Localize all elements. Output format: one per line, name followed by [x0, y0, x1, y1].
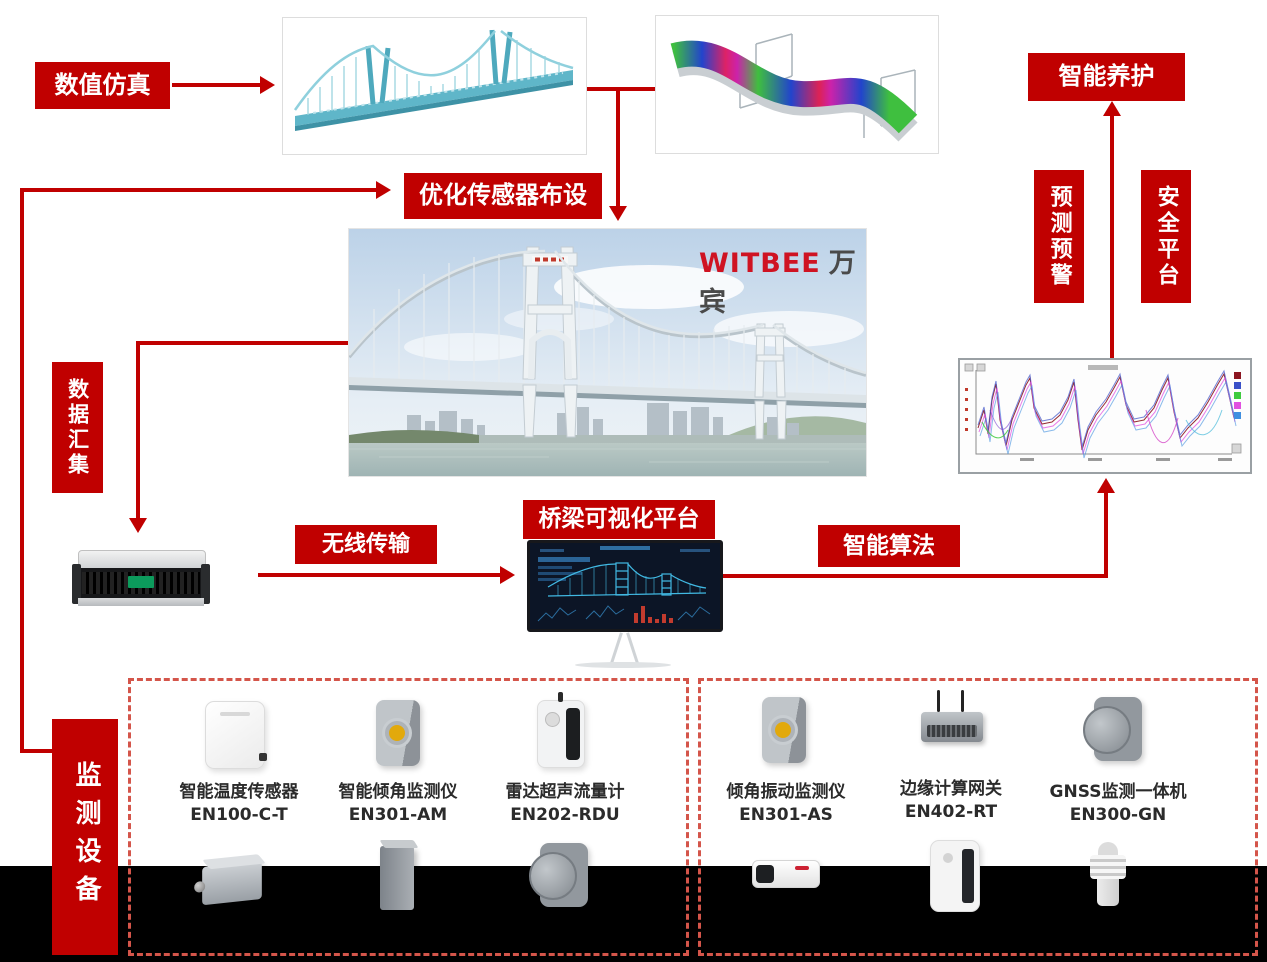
edge-gateway-image	[921, 690, 983, 742]
server-right-ear	[201, 564, 210, 604]
connector-algorithm-h	[722, 574, 1108, 578]
label-safety-platform: 安全平台	[1141, 170, 1191, 303]
device-name: 智能温度传感器	[179, 782, 299, 802]
device-label: 雷达超声流量计 EN202-RDU	[470, 781, 660, 827]
connector-model-to-photo	[616, 89, 620, 207]
connector-chart-to-maintenance	[1110, 115, 1114, 358]
device-model: EN202-RDU	[510, 805, 620, 825]
flow-meter-knob	[545, 712, 560, 727]
connector-photo-to-server-h	[136, 341, 348, 345]
device-name: GNSS监测一体机	[1049, 782, 1187, 802]
label-intelligent-maintenance: 智能养护	[1028, 53, 1185, 101]
visualization-monitor	[527, 540, 723, 672]
monitor-base	[575, 662, 671, 668]
connector-algorithm-v	[1104, 492, 1108, 578]
flow-meter-image	[537, 692, 585, 768]
device-label: 倾角振动监测仪 EN301-AS	[691, 781, 881, 827]
device-panel-right	[698, 678, 1258, 956]
label-monitoring-devices: 监测设备	[52, 719, 118, 955]
device-name: 雷达超声流量计	[505, 782, 625, 802]
frequency-response-chart	[958, 358, 1252, 474]
gnss-monitor-image	[1083, 697, 1142, 761]
tilt-monitor-image	[376, 700, 420, 766]
label-prediction-warning: 预测预警	[1034, 170, 1084, 303]
tilt-sensor-lens	[385, 721, 409, 745]
tilt-sensor-lens	[771, 718, 795, 742]
label-numerical-simulation: 数值仿真	[35, 62, 170, 109]
gateway-antenna-right	[961, 690, 964, 712]
device-label: GNSS监测一体机 EN300-GN	[1023, 781, 1213, 827]
chart-toolbar-icon-2[interactable]	[976, 363, 986, 372]
connector-devices-top	[20, 188, 378, 192]
surveillance-camera-image	[752, 860, 820, 888]
device-label: 智能倾角监测仪 EN301-AM	[303, 781, 493, 827]
server-left-ear	[72, 564, 81, 604]
chart-legend	[1234, 372, 1241, 419]
monitor-screen	[527, 540, 723, 632]
weather-station-stem	[1097, 879, 1119, 906]
bridge-fem-model-image	[282, 17, 587, 155]
arrowhead-maintenance	[1103, 101, 1121, 116]
arrowhead-server	[129, 518, 147, 533]
device-model: EN301-AS	[739, 805, 833, 825]
tilt-vibration-monitor-image	[762, 697, 806, 763]
label-data-aggregation: 数据汇集	[52, 362, 103, 493]
device-model: EN100-C-T	[190, 805, 288, 825]
device-model: EN402-RT	[904, 802, 998, 822]
server-top-bezel	[78, 550, 206, 570]
server-green-badge	[128, 576, 154, 588]
modal-shape-drawing	[670, 33, 918, 142]
connector-photo-to-server-v	[136, 341, 140, 521]
connector-model-to-modal	[585, 87, 657, 91]
device-name: 倾角振动监测仪	[726, 782, 846, 802]
flow-meter-antenna	[558, 692, 563, 702]
connector-devices-up	[20, 188, 24, 753]
weather-station-image	[1090, 842, 1126, 906]
device-panel-left	[128, 678, 689, 956]
arrowhead-simulation	[260, 76, 275, 94]
bridge-photo-drawing	[347, 229, 867, 476]
server-bottom-bezel	[78, 598, 204, 606]
chart-drawing	[964, 363, 1242, 461]
temperature-sensor-image	[205, 701, 267, 769]
connector-devices-bottom	[20, 749, 54, 753]
arrowhead-to-photo	[609, 206, 627, 221]
fem-bridge-drawing	[293, 29, 574, 131]
round-sensor-image	[529, 843, 588, 907]
device-label: 边缘计算网关 EN402-RT	[856, 778, 1046, 824]
accelerometer-image	[202, 860, 262, 906]
dashboard-drawing	[537, 546, 711, 623]
label-optimize-sensor-layout: 优化传感器布设	[404, 173, 602, 219]
chart-toolbar-icon[interactable]	[964, 363, 974, 372]
device-label: 智能温度传感器 EN100-C-T	[144, 781, 334, 827]
device-model: EN300-GN	[1069, 805, 1167, 825]
flow-meter-panel	[566, 708, 580, 760]
modal-analysis-image	[655, 15, 939, 154]
device-name: 边缘计算网关	[900, 779, 1002, 799]
chart-corner-icon[interactable]	[1231, 443, 1242, 454]
connector-simulation-to-model	[172, 83, 262, 87]
arrowhead-optimize	[376, 181, 391, 199]
device-model: EN301-AM	[348, 805, 448, 825]
gateway-antenna-left	[937, 690, 940, 712]
witbee-brand-cn: 万宾	[699, 248, 857, 318]
connector-wireless	[258, 573, 502, 577]
monitor-leg-left	[610, 632, 623, 664]
label-wireless-transmission: 无线传输	[295, 525, 437, 564]
white-sensor-box-image	[930, 840, 980, 912]
arrowhead-chart	[1097, 478, 1115, 493]
vertical-sensor-box-image	[380, 846, 414, 910]
label-intelligent-algorithm: 智能算法	[818, 525, 960, 567]
witbee-brand-en: WITBEE	[699, 248, 821, 279]
weather-station-fins	[1090, 855, 1126, 879]
server-image	[72, 550, 210, 608]
arrowhead-monitor	[500, 566, 515, 584]
label-bridge-visualization-platform: 桥梁可视化平台	[523, 500, 715, 539]
device-name: 智能倾角监测仪	[338, 782, 458, 802]
monitor-leg-right	[626, 632, 639, 664]
weather-station-dome	[1098, 842, 1118, 855]
